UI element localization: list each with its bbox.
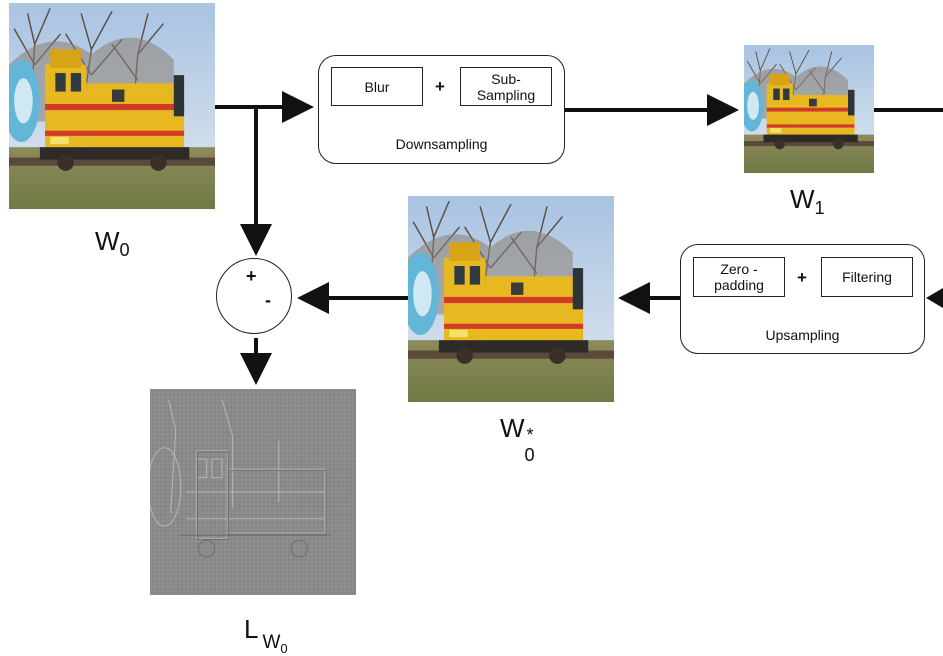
downsampling-title: Downsampling [395,136,488,152]
zeropadding-box: Zero - padding [693,257,785,297]
label-w0: W0 [95,226,130,261]
sum-minus-sign: - [265,290,271,310]
upsampling-plus: + [797,268,807,287]
downsampling-plus: + [435,77,445,96]
blur-box: Blur [331,67,423,106]
label-w0-star: W*0 [500,413,535,465]
subsampling-box: Sub- Sampling [460,67,552,106]
upsampling-title: Upsampling [765,327,840,343]
arrow-into-upsampling [926,288,943,308]
sum-plus-sign: + [246,266,257,286]
label-w1: W1 [790,184,825,219]
sum-node [216,258,292,334]
filtering-box: Filtering [821,257,913,297]
